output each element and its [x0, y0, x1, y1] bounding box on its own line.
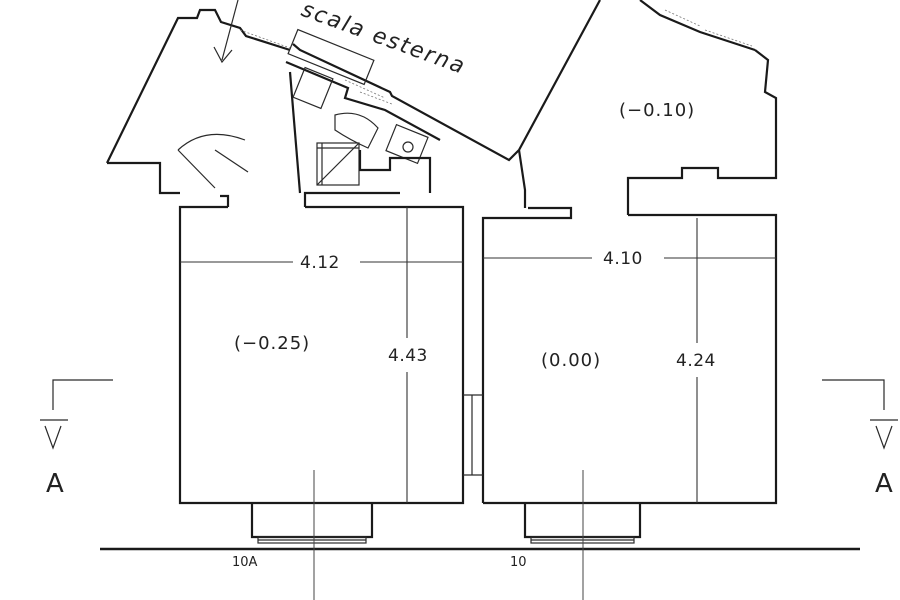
bathroom: [285, 60, 441, 194]
right-room-level: (0.00): [541, 350, 601, 371]
right-room-depth: 4.24: [676, 351, 716, 371]
left-room-depth: 4.43: [388, 346, 428, 366]
civic-number-right: 10: [510, 555, 527, 570]
section-marker-right: A: [875, 469, 893, 499]
courtyard-level: (−0.10): [619, 100, 695, 121]
internal-passage: [463, 394, 483, 476]
courtyard: [517, 0, 778, 215]
dimension-lines: [180, 207, 776, 503]
external-stair: [287, 28, 520, 162]
left-room-width: 4.12: [300, 253, 340, 273]
entrance-annex: [106, 0, 291, 195]
right-room-width: 4.10: [603, 249, 643, 269]
left-room: [178, 191, 465, 544]
section-marker-left: A: [46, 469, 64, 499]
civic-number-left: 10A: [232, 555, 258, 570]
left-room-level: (−0.25): [234, 333, 310, 354]
axis-lines: [40, 379, 898, 600]
right-room: [481, 206, 778, 544]
